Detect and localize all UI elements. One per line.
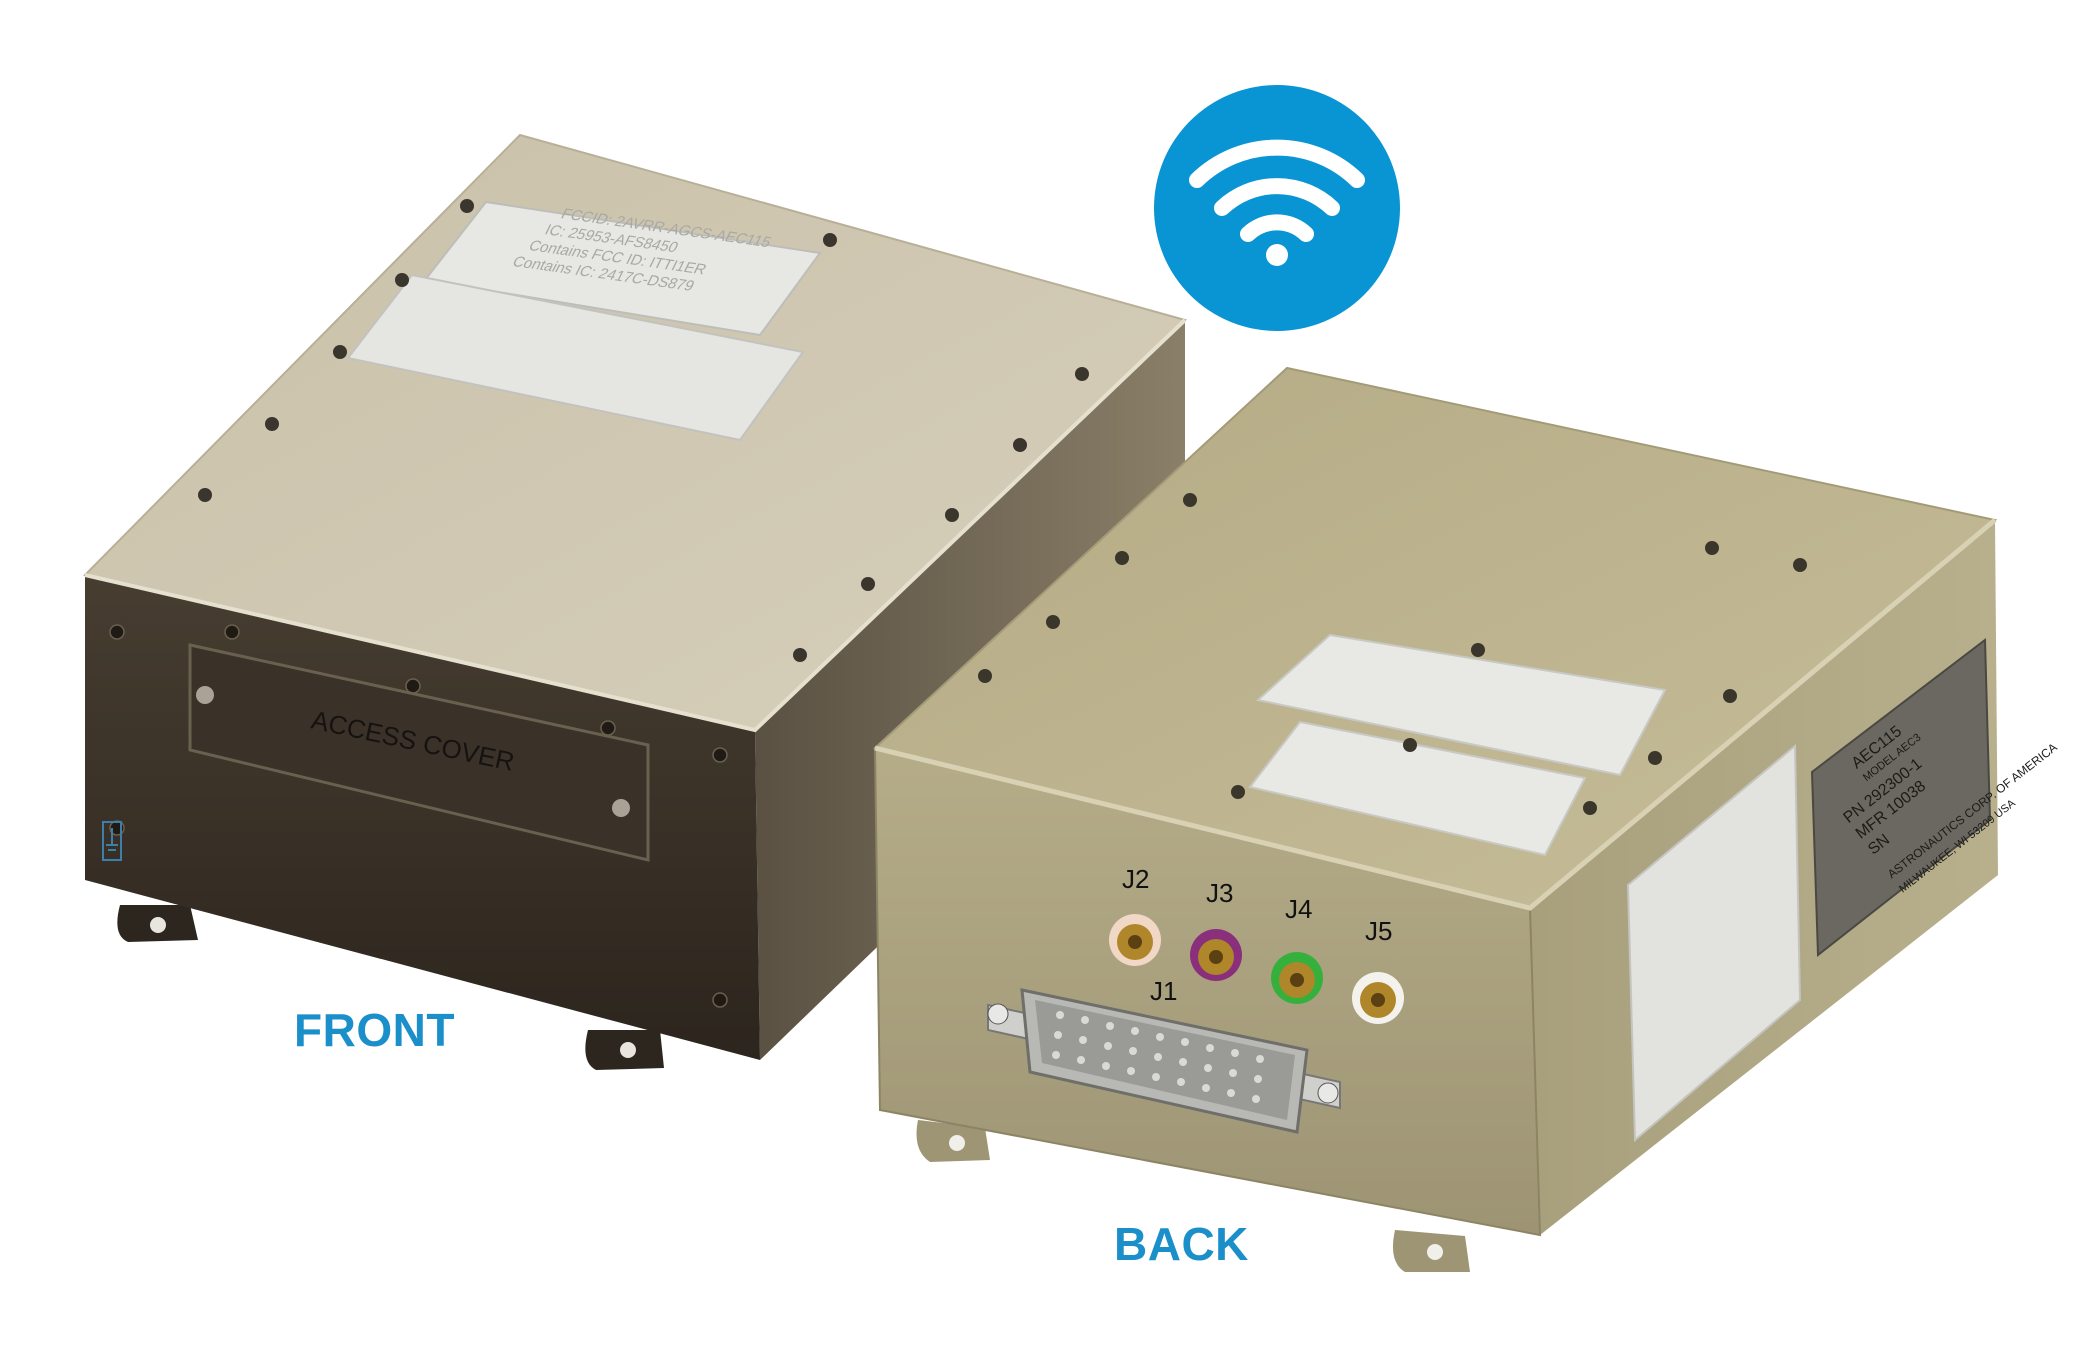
- front-lid-screws: [198, 199, 1089, 662]
- coax-connector-j3: [1190, 929, 1242, 981]
- back-side-label: [1626, 743, 1802, 1143]
- coax-connector-j5: [1352, 972, 1404, 1024]
- wifi-icon: [1154, 85, 1400, 331]
- coax-connector-j2: [1109, 914, 1161, 966]
- front-unit: FCCID: 2AVRR-AGCS-AEC115 IC: 25953-AFS84…: [83, 133, 1187, 1070]
- connector-label-j3: J3: [1206, 878, 1233, 908]
- connector-label-j1: J1: [1150, 976, 1177, 1006]
- back-nameplate: [1810, 638, 1992, 958]
- back-caption: BACK: [1114, 1218, 1249, 1270]
- front-blank-label: [346, 273, 805, 442]
- front-access-cover: [188, 643, 650, 862]
- back-blank-label: [1255, 633, 1667, 777]
- connector-label-j5: J5: [1365, 916, 1392, 946]
- front-caption: FRONT: [294, 1004, 455, 1056]
- back-fcc-label: [1248, 720, 1587, 857]
- back-unit: AEC115 MODEL AEC3 PN 292300-1 MFR 10038 …: [872, 366, 2060, 1272]
- back-lid-screws: [978, 493, 1807, 815]
- dsub-connector-j1: [987, 988, 1341, 1134]
- connector-label-j4: J4: [1285, 894, 1312, 924]
- connector-label-j2: J2: [1122, 864, 1149, 894]
- front-fcc-label: [423, 200, 822, 337]
- coax-connector-j4: [1271, 952, 1323, 1004]
- ground-symbol-icon: [102, 821, 122, 861]
